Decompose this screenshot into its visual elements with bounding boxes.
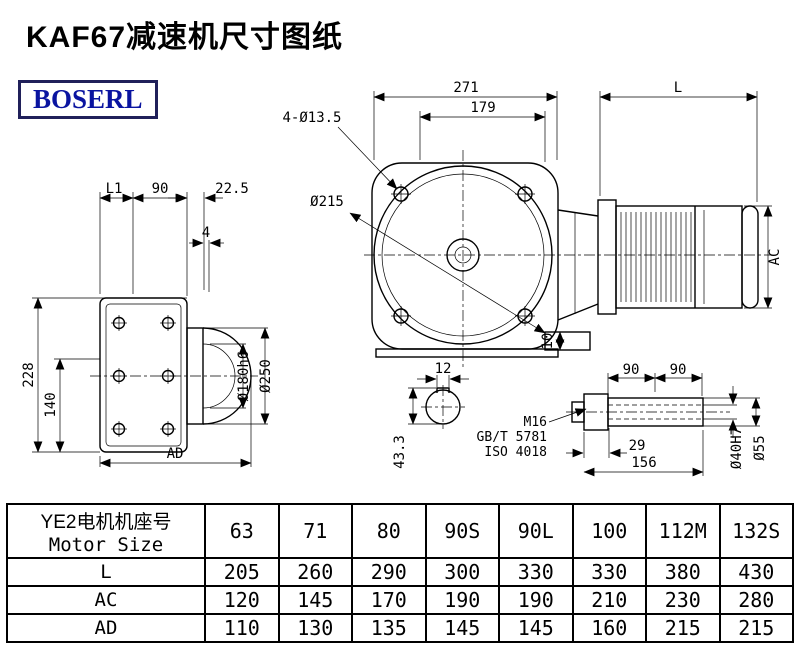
table-cell: 130 xyxy=(277,613,353,643)
page-title: KAF67减速机尺寸图纸 xyxy=(26,21,344,54)
size-col: 90S xyxy=(424,503,500,559)
dim-flange-pilot: Ø215 xyxy=(310,194,344,210)
table-cell: 290 xyxy=(351,557,427,587)
table-cell: 280 xyxy=(718,585,794,615)
header-en: Motor Size xyxy=(48,533,164,556)
dim-43-3: 43.3 xyxy=(392,435,408,469)
centerlines xyxy=(90,150,772,429)
size-col: 90L xyxy=(498,503,574,559)
technical-drawing: 271 179 L 4-Ø13.5 Ø215 L1 90 22.5 4 228 … xyxy=(21,80,783,477)
table-row: AD 110 130 135 145 145 160 215 215 xyxy=(6,613,794,643)
size-col: 100 xyxy=(571,503,647,559)
dim-90b: 90 xyxy=(670,362,687,378)
table-cell: 430 xyxy=(718,557,794,587)
table-cell: 230 xyxy=(645,585,721,615)
table-cell: 190 xyxy=(424,585,500,615)
motor-size-header-cell: YE2电机机座号 Motor Size xyxy=(6,503,206,559)
table-cell: 120 xyxy=(204,585,280,615)
dim-10: 10 xyxy=(540,333,556,350)
dim-228: 228 xyxy=(21,362,37,387)
table-cell: 300 xyxy=(424,557,500,587)
table-cell: 260 xyxy=(277,557,353,587)
dim-d40: Ø40H7 xyxy=(729,427,745,469)
front-view xyxy=(371,162,599,358)
table-cell: 160 xyxy=(571,613,647,643)
table-cell: 330 xyxy=(498,557,574,587)
motor-size-table: YE2电机机座号 Motor Size 63 71 80 90S 90L 100… xyxy=(6,503,794,643)
dim-holes: 4-Ø13.5 xyxy=(282,110,341,126)
size-col: 132S xyxy=(718,503,794,559)
side-view xyxy=(99,297,252,453)
table-cell: 330 xyxy=(571,557,647,587)
dim-L1: L1 xyxy=(106,181,123,197)
dim-AC: AC xyxy=(767,249,783,266)
table-row: L 205 260 290 300 330 330 380 430 xyxy=(6,557,794,587)
dimension-labels: 271 179 L 4-Ø13.5 Ø215 L1 90 22.5 4 228 … xyxy=(21,80,783,471)
table-row: AC 120 145 170 190 190 210 230 280 xyxy=(6,585,794,615)
table-cell: 380 xyxy=(645,557,721,587)
table-cell: 210 xyxy=(571,585,647,615)
note-gb: GB/T 5781 xyxy=(477,430,547,445)
note-iso: ISO 4018 xyxy=(484,445,547,460)
dim-4: 4 xyxy=(202,225,210,241)
dim-d180: Ø180h6 xyxy=(236,351,252,402)
table-cell: 170 xyxy=(351,585,427,615)
table-cell: 215 xyxy=(645,613,721,643)
table-cell: 190 xyxy=(498,585,574,615)
dim-L: L xyxy=(674,80,682,96)
dim-156: 156 xyxy=(631,455,656,471)
dim-140: 140 xyxy=(43,392,59,417)
row-label: AC xyxy=(6,585,206,615)
dim-29: 29 xyxy=(629,438,646,454)
table-cell: 145 xyxy=(424,613,500,643)
dim-90a: 90 xyxy=(623,362,640,378)
note-m16: M16 xyxy=(524,415,547,430)
dim-271: 271 xyxy=(453,80,478,96)
table-cell: 110 xyxy=(204,613,280,643)
table-cell: 145 xyxy=(498,613,574,643)
size-col: 71 xyxy=(277,503,353,559)
brand-logo: BOSERL xyxy=(18,80,158,119)
size-col: 63 xyxy=(204,503,280,559)
header-cn: YE2电机机座号 xyxy=(40,511,172,533)
table-cell: 205 xyxy=(204,557,280,587)
dim-12: 12 xyxy=(435,361,452,377)
row-label: AD xyxy=(6,613,206,643)
dim-d55: Ø55 xyxy=(752,435,768,460)
table-header-row: YE2电机机座号 Motor Size 63 71 80 90S 90L 100… xyxy=(6,503,794,559)
dim-AD: AD xyxy=(167,446,184,462)
row-label: L xyxy=(6,557,206,587)
table-cell: 135 xyxy=(351,613,427,643)
dimension-lines xyxy=(32,91,773,477)
dim-22-5: 22.5 xyxy=(215,181,249,197)
dim-d250: Ø250 xyxy=(258,359,274,393)
size-col: 80 xyxy=(351,503,427,559)
dim-179: 179 xyxy=(470,100,495,116)
table-cell: 145 xyxy=(277,585,353,615)
dim-90-left: 90 xyxy=(152,181,169,197)
size-col: 112M xyxy=(645,503,721,559)
table-cell: 215 xyxy=(718,613,794,643)
motor xyxy=(597,199,759,315)
